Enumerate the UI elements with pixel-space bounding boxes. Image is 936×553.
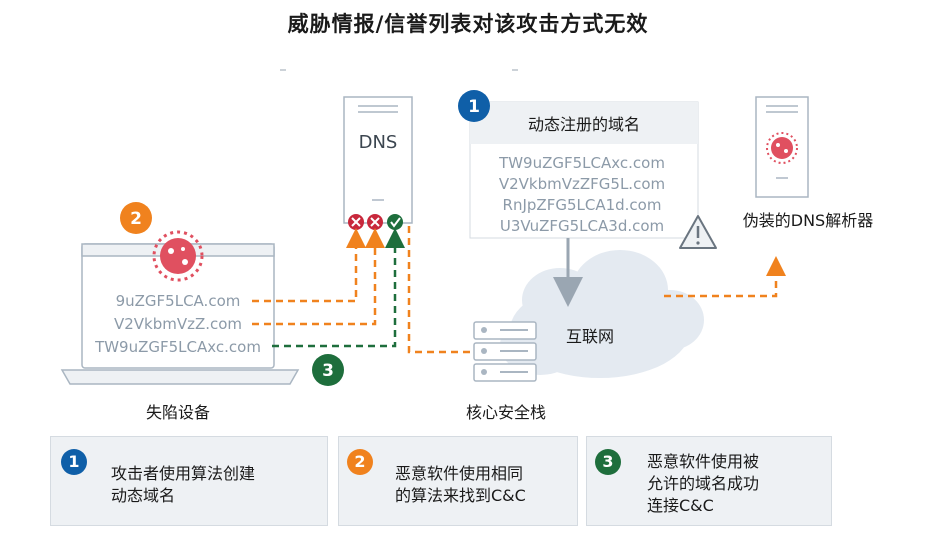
step-panel-1: 1 攻击者使用算法创建 动态域名 xyxy=(50,436,328,526)
step-panel-3-line: 允许的域名成功 xyxy=(647,474,760,493)
step-badge-3 xyxy=(312,354,344,386)
query-path-2 xyxy=(252,228,385,326)
registered-domain: TW9uZGF5LCAxc.com xyxy=(498,154,665,172)
step-badge-1-number: 1 xyxy=(468,97,480,117)
security-stack-label: 核心安全栈 xyxy=(466,403,546,422)
step-panel-1-badge: 1 xyxy=(61,449,87,475)
query-path-1 xyxy=(252,228,366,303)
step-panel-2-line: 恶意软件使用相同 xyxy=(395,464,524,483)
registered-domain: V2VkbmVzZFG5L.com xyxy=(499,175,665,193)
registered-box-title: 动态注册的域名 xyxy=(528,115,640,134)
step-badge-3-number: 3 xyxy=(322,361,334,381)
step-badge-2 xyxy=(120,202,152,234)
virus-icon xyxy=(766,132,798,164)
dns-label: DNS xyxy=(359,132,398,153)
step-panel-2-badge: 2 xyxy=(347,449,373,475)
dns-to-stack-path xyxy=(407,226,472,354)
virus-icon xyxy=(152,230,204,282)
security-stack xyxy=(473,321,537,382)
allowed-path xyxy=(272,228,405,348)
registered-domain: RnJpZFG5LCA1d.com xyxy=(503,196,662,214)
check-icon xyxy=(387,214,403,230)
infected-device-label: 失陷设备 xyxy=(146,403,210,422)
page-title: 威胁情报/信誉列表对该攻击方式无效 xyxy=(287,12,649,36)
fake-dns-label: 伪装的DNS解析器 xyxy=(743,211,873,230)
registered-domain: U3VuZFG5LCA3d.com xyxy=(500,217,664,235)
warning-icon xyxy=(679,215,717,249)
device-domain: V2VkbmVzZ.com xyxy=(114,315,242,333)
device-domain: 9uZGF5LCA.com xyxy=(116,292,241,310)
registered-domains-box xyxy=(469,101,699,239)
step-panel-2-line: 的算法来找到C&C xyxy=(395,486,526,505)
step-panel-2: 2 恶意软件使用相同 的算法来找到C&C xyxy=(338,436,578,526)
step-panel-3-badge: 3 xyxy=(595,449,621,475)
cloud-to-fake-dns-path xyxy=(664,256,786,298)
infected-laptop xyxy=(60,243,300,385)
x-icon xyxy=(367,214,383,230)
internet-label: 互联网 xyxy=(566,327,614,346)
x-icon xyxy=(348,214,364,230)
step-panel-3: 3 恶意软件使用被 允许的域名成功 连接C&C xyxy=(586,436,832,526)
device-domain: TW9uZGF5LCAxc.com xyxy=(94,338,261,356)
dns-server xyxy=(343,96,413,224)
step-badge-2-number: 2 xyxy=(130,209,142,229)
step-panel-1-line: 动态域名 xyxy=(111,486,176,505)
step-panel-1-line: 攻击者使用算法创建 xyxy=(111,464,256,483)
step-badge-1 xyxy=(458,90,490,122)
step-panel-3-line: 恶意软件使用被 xyxy=(647,452,760,471)
step-panel-3-line: 连接C&C xyxy=(647,496,714,515)
